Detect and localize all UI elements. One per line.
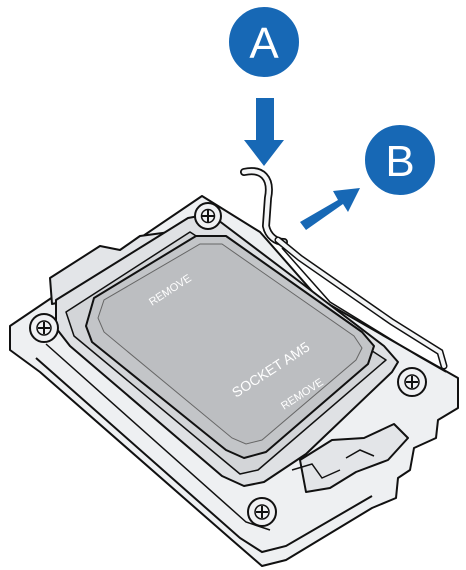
screw-bottom: [247, 497, 277, 527]
socket-cover-top-face: [97, 243, 363, 445]
screw-top: [194, 202, 222, 230]
callout-b-circle: [363, 123, 437, 197]
frame-inner-rail: [45, 343, 271, 531]
frame-side-rail: [281, 247, 447, 373]
socket-lever: [240, 167, 448, 370]
arrow-b-right: [300, 188, 360, 230]
callout-a: A: [227, 5, 301, 79]
screw-left: [29, 313, 59, 343]
frame-lower-rail: [35, 357, 373, 554]
hinge-detail-right: [291, 449, 375, 479]
callout-a-circle: [227, 5, 301, 79]
socket-cover: REMOVE SOCKET AM5 REMOVE: [85, 235, 375, 459]
callout-b: B: [363, 123, 437, 197]
screw-right: [397, 367, 427, 397]
arrow-a-down: [244, 98, 284, 166]
callout-b-letter: B: [385, 137, 414, 186]
callout-a-letter: A: [249, 19, 279, 68]
lever-rail-fill: [276, 238, 446, 368]
